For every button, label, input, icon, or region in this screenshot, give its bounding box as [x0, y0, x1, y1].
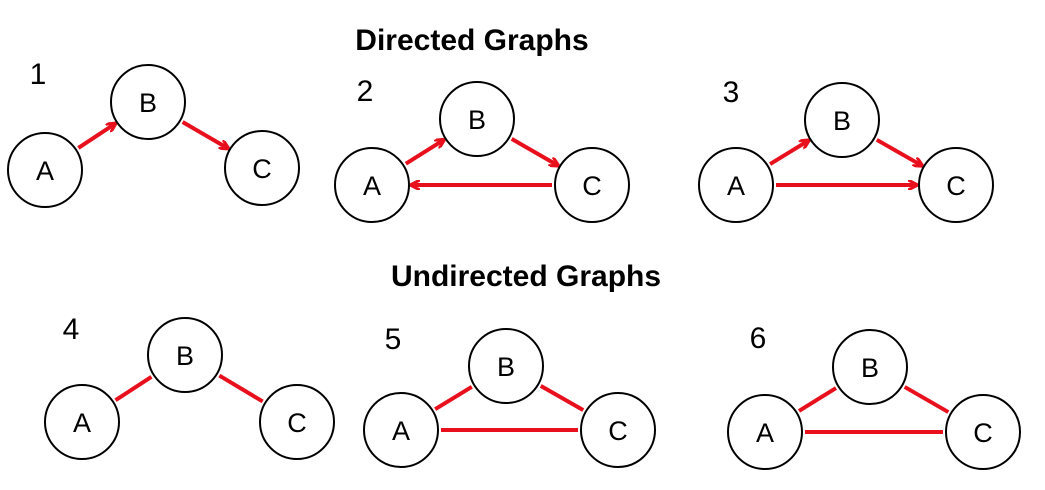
graph-number: 6: [750, 322, 767, 355]
node-circle: [698, 147, 774, 223]
node-a: A: [334, 147, 410, 223]
node-circle: [363, 392, 439, 468]
node-circle: [224, 130, 300, 206]
edge-b-c: [218, 373, 264, 404]
graph-number: 1: [30, 58, 47, 91]
node-circle: [147, 317, 223, 393]
graph-number: 3: [723, 76, 740, 109]
node-a: A: [698, 147, 774, 223]
node-label: A: [727, 171, 745, 201]
node-circle: [580, 392, 656, 468]
directed-section-title: Directed Graphs: [355, 24, 588, 57]
node-label: B: [833, 106, 851, 136]
graph-2: 2A B C: [334, 75, 630, 223]
node-label: C: [973, 418, 993, 448]
node-a: A: [727, 394, 803, 470]
edge-a-b: [797, 386, 838, 413]
edge-b-c: [181, 120, 228, 148]
node-b: B: [110, 64, 186, 140]
node-circle: [832, 329, 908, 405]
graph-number: 2: [357, 75, 374, 108]
node-circle: [554, 147, 630, 223]
node-label: C: [582, 171, 602, 201]
node-b: B: [147, 317, 223, 393]
node-label: A: [363, 171, 381, 201]
edge-b-c: [903, 385, 950, 414]
node-label: B: [468, 105, 486, 135]
node-c: C: [945, 394, 1021, 470]
node-c: C: [554, 147, 630, 223]
node-circle: [468, 328, 544, 404]
graph-1: 1A B C: [7, 58, 300, 208]
node-b: B: [468, 328, 544, 404]
undirected-section-title: Undirected Graphs: [391, 260, 661, 293]
node-label: C: [287, 408, 307, 438]
node-b: B: [804, 82, 880, 158]
node-label: B: [861, 353, 879, 383]
node-label: B: [139, 88, 157, 118]
node-circle: [804, 82, 880, 158]
node-a: A: [363, 392, 439, 468]
node-circle: [110, 64, 186, 140]
node-label: A: [73, 408, 91, 438]
edge-b-c: [875, 138, 922, 165]
edge-a-b: [769, 141, 808, 166]
node-c: C: [259, 384, 335, 460]
graph-5: 5A B C: [363, 323, 656, 468]
node-c: C: [580, 392, 656, 468]
node-circle: [334, 147, 410, 223]
node-label: A: [36, 156, 54, 186]
node-circle: [727, 394, 803, 470]
node-c: C: [918, 147, 994, 223]
node-a: A: [7, 132, 83, 208]
edge-a-b: [434, 385, 473, 411]
edge-a-b: [77, 124, 114, 150]
node-circle: [7, 132, 83, 208]
node-circle: [918, 147, 994, 223]
node-b: B: [439, 81, 515, 157]
edge-b-c: [539, 384, 585, 412]
graph-number: 4: [63, 313, 80, 346]
edge-a-b: [404, 140, 443, 166]
node-label: A: [392, 416, 410, 446]
node-circle: [259, 384, 335, 460]
node-circle: [439, 81, 515, 157]
node-label: C: [252, 154, 272, 184]
graph-number: 5: [385, 323, 402, 356]
node-a: A: [44, 384, 120, 460]
edge-b-c: [510, 137, 558, 165]
node-label: B: [497, 352, 515, 382]
node-label: C: [946, 171, 966, 201]
node-label: B: [176, 341, 194, 371]
node-label: A: [756, 418, 774, 448]
node-c: C: [224, 130, 300, 206]
node-b: B: [832, 329, 908, 405]
graph-6: 6A B C: [727, 322, 1021, 470]
node-circle: [44, 384, 120, 460]
node-label: C: [608, 416, 628, 446]
graph-4: 4A B C: [44, 313, 335, 460]
graph-3: 3A B C: [698, 76, 994, 223]
edge-a-b: [114, 375, 153, 402]
node-circle: [945, 394, 1021, 470]
